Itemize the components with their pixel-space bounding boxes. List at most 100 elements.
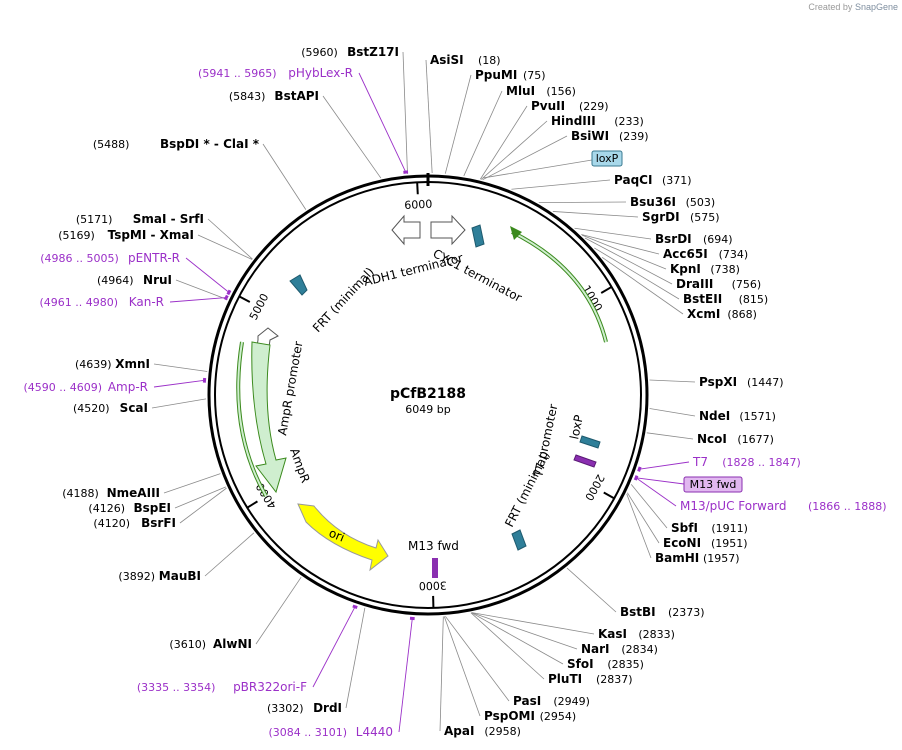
- enzyme-pspomi[interactable]: PspOMI(2954): [484, 709, 576, 723]
- enzyme-econi[interactable]: EcoNI(1951): [663, 536, 748, 550]
- enzyme-pvuii[interactable]: PvuII(229): [531, 99, 609, 113]
- enzyme-name: BspDI * - ClaI *: [160, 137, 260, 151]
- leader-line: [175, 279, 228, 301]
- enzyme-sbfi[interactable]: SbfI(1911): [671, 521, 748, 535]
- primer-amp-r[interactable]: Amp-R(4590 .. 4609): [23, 380, 148, 394]
- enzyme-nari[interactable]: NarI(2834): [581, 642, 658, 656]
- enzyme-site: (2949): [553, 695, 590, 708]
- enzyme-nrui[interactable]: NruI(4964): [97, 273, 172, 287]
- primer-pbr322ori-f[interactable]: pBR322ori-F(3335 .. 3354): [137, 680, 307, 694]
- enzyme-drdi[interactable]: DrdI(3302): [267, 701, 342, 715]
- m13-marker: [432, 558, 438, 578]
- leader-line: [402, 51, 408, 174]
- enzyme-hindiii[interactable]: HindIII(233): [551, 114, 644, 128]
- enzyme-name: PaqCI: [614, 173, 652, 187]
- enzyme-ppumi[interactable]: PpuMI(75): [475, 68, 546, 82]
- enzyme-paqci[interactable]: PaqCI (371): [614, 173, 692, 187]
- enzyme-bsteii[interactable]: BstEII (815): [683, 292, 768, 306]
- feature-loxp-inner[interactable]: loxP: [567, 414, 601, 449]
- watermark: Created by SnapGene: [808, 2, 898, 12]
- feature-label: AmpR: [287, 446, 312, 484]
- enzyme-site: (2837): [596, 673, 633, 686]
- primer-range: (5941 .. 5965): [198, 67, 277, 80]
- enzyme-smai-srfi[interactable]: SmaI - SrfI(5171): [76, 212, 204, 226]
- feature-outer-green-arc-fill: [511, 231, 607, 343]
- enzyme-bsu36i[interactable]: Bsu36I(503): [630, 195, 715, 209]
- enzyme-name: BspEI: [133, 501, 171, 515]
- primer-phyblex-r[interactable]: pHybLex-R (5941 .. 5965): [198, 66, 353, 80]
- enzyme-bamhi[interactable]: BamHI(1957): [655, 551, 740, 565]
- enzyme-mlui[interactable]: MluI(156): [506, 84, 576, 98]
- enzyme-bstbi[interactable]: BstBI(2373): [620, 605, 705, 619]
- enzyme-site: (2958): [484, 725, 521, 738]
- enzyme-ndei[interactable]: NdeI(1571): [699, 409, 776, 423]
- enzyme-site: (738): [710, 263, 740, 276]
- enzyme-site: (815): [739, 293, 769, 306]
- enzyme-pluti[interactable]: PluTI(2837): [548, 672, 633, 686]
- enzyme-maubi[interactable]: MauBI(3892): [118, 569, 201, 583]
- enzyme-pasi[interactable]: PasI(2949): [513, 694, 590, 708]
- enzyme-site: (371): [662, 174, 692, 187]
- enzyme-acc65i[interactable]: Acc65I(734): [663, 247, 748, 261]
- enzyme-ncoi[interactable]: NcoI(1677): [697, 432, 774, 446]
- primer-pentr-r[interactable]: pENTR-R(4986 .. 5005): [40, 251, 180, 265]
- enzyme-alwni[interactable]: AlwNI(3610): [169, 637, 252, 651]
- leader-line: [626, 493, 652, 559]
- enzyme-bsrdi[interactable]: BsrDI(694): [655, 232, 733, 246]
- feature-ori[interactable]: ori: [297, 503, 389, 572]
- enzyme-kasi[interactable]: KasI(2833): [598, 627, 675, 641]
- m13-fwd-boxed-label[interactable]: M13 fwd: [683, 476, 743, 493]
- m13-leader: [636, 477, 685, 485]
- enzyme-sgrdi[interactable]: SgrDI(575): [642, 210, 720, 224]
- leader-line: [552, 211, 639, 218]
- enzyme-bstapi[interactable]: BstAPI(5843): [229, 89, 319, 103]
- enzyme-nmeaiii[interactable]: NmeAIII(4188): [62, 486, 160, 500]
- enzyme-xmni[interactable]: XmnI(4639): [75, 357, 150, 371]
- t7-arrow: [573, 454, 597, 468]
- leader-line: [439, 616, 444, 732]
- primer-range: (4961 .. 4980): [39, 296, 118, 309]
- leader-line: [627, 492, 660, 544]
- primer-t7[interactable]: T7(1828 .. 1847): [692, 455, 801, 469]
- feature-m13-fwd-inner[interactable]: M13 fwd: [408, 539, 459, 578]
- enzyme-asisi[interactable]: AsiSI(18): [430, 53, 501, 67]
- enzyme-apai[interactable]: ApaI(2958): [444, 724, 521, 738]
- leader-line: [262, 143, 307, 210]
- primer-kan-r[interactable]: Kan-R(4961 .. 4980): [39, 295, 164, 309]
- feature-frt-minimal-left[interactable]: FRT (minimal): [289, 265, 377, 335]
- enzyme-draiii[interactable]: DraIII(756): [676, 277, 761, 291]
- enzyme-name: Acc65I: [663, 247, 708, 261]
- enzyme-site: (694): [703, 233, 733, 246]
- leader-line: [151, 398, 207, 409]
- leader-line: [322, 95, 382, 179]
- primer-name: T7: [692, 455, 708, 469]
- enzyme-bsrfi[interactable]: BsrFI(4120): [93, 516, 176, 530]
- enzyme-bsiwi[interactable]: BsiWI(239): [571, 129, 649, 143]
- loxp-boxed-label[interactable]: loxP: [591, 150, 623, 167]
- enzyme-bstz17i[interactable]: BstZ17I(5960): [301, 45, 399, 59]
- enzyme-tspmi-xmai[interactable]: TspMI - XmaI(5169): [58, 228, 194, 242]
- leader-line: [630, 484, 668, 529]
- enzyme-kpni[interactable]: KpnI(738): [670, 262, 740, 276]
- enzyme-bspei[interactable]: BspEI(4126): [88, 501, 171, 515]
- enzyme-name: BsrFI: [141, 516, 176, 530]
- enzyme-site: (2954): [540, 710, 577, 723]
- enzyme-pspxi[interactable]: PspXI(1447): [699, 375, 784, 389]
- leader-line: [445, 616, 510, 702]
- enzyme-bspdi-clai-[interactable]: BspDI * - ClaI *(5488): [93, 137, 260, 151]
- enzyme-site: (503): [686, 196, 716, 209]
- enzyme-name: DraIII: [676, 277, 713, 291]
- primer-l4440[interactable]: L4440(3084 .. 3101): [268, 725, 393, 739]
- enzyme-name: BstEII: [683, 292, 722, 306]
- primer-mark: [226, 289, 232, 296]
- enzyme-xcmi[interactable]: XcmI(868): [687, 307, 757, 321]
- enzyme-site: (2833): [638, 628, 675, 641]
- leader-line: [425, 59, 433, 174]
- primer-mark: [637, 466, 642, 472]
- enzyme-sfoi[interactable]: SfoI(2835): [567, 657, 644, 671]
- enzyme-scai[interactable]: ScaI(4520): [73, 401, 148, 415]
- primer-m13-puc-forward[interactable]: M13/pUC Forward(1866 .. 1888): [680, 499, 887, 513]
- leader-line: [646, 432, 694, 440]
- primer-name: pHybLex-R: [288, 66, 353, 80]
- feature-label: FRT (minimal): [310, 265, 377, 335]
